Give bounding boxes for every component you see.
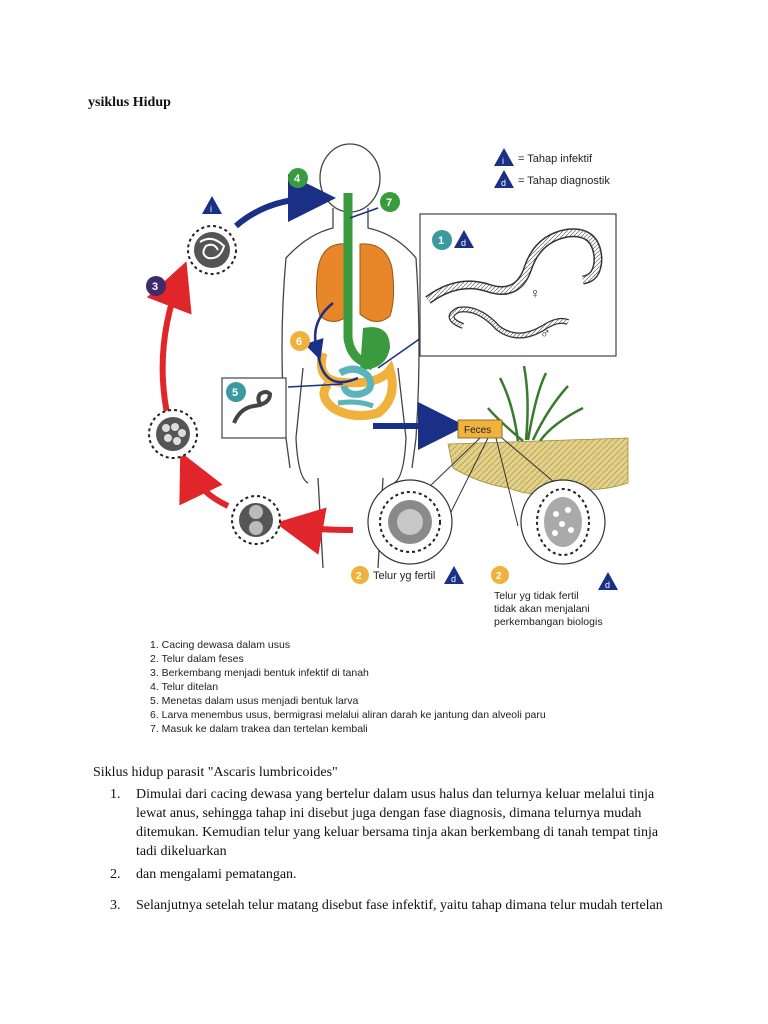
legend-item: 2. Telur dalam feses — [150, 653, 244, 665]
svg-text:3: 3 — [152, 281, 158, 293]
step-item: 2. dan mengalami pematangan. — [110, 865, 670, 884]
step-text: dan mengalami pematangan. — [136, 867, 297, 882]
step-number: 2. — [110, 867, 121, 882]
step-badge-5: 5 — [226, 382, 246, 402]
legend-item: 7. Masuk ke dalam trakea dan tertelan ke… — [150, 723, 368, 735]
cycle-arrow-left-2 — [275, 507, 354, 555]
worm-panel — [419, 213, 617, 357]
step-item: 3. Selanjutnya setelah telur matang dise… — [110, 896, 670, 915]
infertile-label-line-1: Telur yg tidak fertil — [494, 590, 579, 602]
svg-text:i: i — [502, 156, 504, 166]
legend-item: 4. Telur ditelan — [150, 681, 219, 693]
svg-text:2: 2 — [356, 571, 362, 582]
ingestion-arrow — [234, 174, 336, 229]
fertile-label: Telur yg fertil — [373, 570, 435, 582]
key-infective-label: = Tahap infektif — [518, 153, 593, 165]
steps-list: 1. Dimulai dari cacing dewasa yang berte… — [110, 785, 670, 915]
egg-fertile — [367, 479, 453, 565]
svg-text:1: 1 — [438, 235, 444, 247]
legend-item: 1. Cacing dewasa dalam usus — [150, 639, 291, 651]
legend-item: 6. Larva menembus usus, bermigrasi melal… — [150, 709, 546, 721]
diagnostic-marker-infertile: d — [598, 572, 618, 590]
stomach — [360, 327, 390, 370]
infertile-label-line-3: perkembangan biologis — [494, 616, 603, 628]
migration-arrow-gut — [316, 352, 359, 384]
migration-arrow-lungs — [304, 302, 334, 361]
step-badge-4: 4 — [288, 168, 308, 188]
infective-marker: i — [202, 196, 222, 214]
step-number: 1. — [110, 787, 121, 802]
diagnostic-marker-fertile: d — [444, 566, 464, 584]
body-title: Siklus hidup parasit "Ascaris lumbricoid… — [93, 765, 338, 780]
step-badge-3: 3 — [146, 276, 166, 296]
section-heading: ysiklus Hidup — [88, 95, 171, 110]
step-badge-7: 7 — [380, 192, 400, 212]
svg-text:d: d — [461, 238, 466, 248]
svg-text:7: 7 — [386, 197, 392, 209]
male-symbol: ♂ — [540, 325, 551, 341]
larva-pointer — [287, 383, 344, 388]
egg-infective — [187, 225, 237, 275]
infertile-label-line-2: tidak akan menjalani — [494, 603, 590, 615]
key-infective: i — [494, 148, 514, 166]
egg-cleaving — [231, 495, 281, 545]
step-text: Selanjutnya setelah telur matang disebut… — [136, 898, 663, 913]
lifecycle-diagram: ♀ ♂ Feces i = Tahap infektif d = Tahap d… — [146, 143, 629, 628]
egg-embryonated — [148, 409, 198, 459]
lung-left — [315, 243, 351, 322]
soil-grass — [447, 365, 629, 495]
svg-text:5: 5 — [232, 387, 238, 399]
step-badge-2-fertile: 2 — [351, 566, 369, 584]
svg-text:4: 4 — [294, 173, 301, 185]
trachea-esophagus — [343, 193, 375, 371]
svg-text:d: d — [501, 178, 506, 188]
cycle-arrow-left-1 — [179, 451, 230, 509]
key-diagnostic: d — [494, 170, 514, 188]
lung-right — [359, 243, 395, 322]
legend-item: 3. Berkembang menjadi bentuk infektif di… — [150, 667, 369, 679]
trachea-pointer — [349, 207, 379, 219]
step-text: Dimulai dari cacing dewasa yang bertelur… — [136, 787, 659, 859]
svg-text:2: 2 — [496, 571, 502, 582]
step-badge-6: 6 — [290, 331, 310, 351]
key-diagnostic-label: = Tahap diagnostik — [518, 175, 610, 187]
svg-text:d: d — [451, 574, 456, 584]
egg-infertile — [520, 479, 606, 565]
feces-label: Feces — [464, 425, 491, 436]
lifecycle-figure: ♀ ♂ Feces i = Tahap infektif d = Tahap d… — [128, 138, 648, 748]
svg-text:i: i — [210, 204, 212, 214]
cycle-arrow-up — [146, 261, 192, 419]
svg-text:6: 6 — [296, 336, 302, 348]
step-badge-1: 1 d — [432, 230, 474, 250]
step-item: 1. Dimulai dari cacing dewasa yang berte… — [110, 785, 670, 861]
figure-legend: 1. Cacing dewasa dalam usus 2. Telur dal… — [150, 638, 546, 736]
female-symbol: ♀ — [530, 285, 541, 301]
legend-item: 5. Menetas dalam usus menjadi bentuk lar… — [150, 695, 359, 707]
step-number: 3. — [110, 898, 121, 913]
step-badge-2-infertile: 2 — [491, 566, 509, 584]
svg-text:d: d — [605, 580, 610, 590]
